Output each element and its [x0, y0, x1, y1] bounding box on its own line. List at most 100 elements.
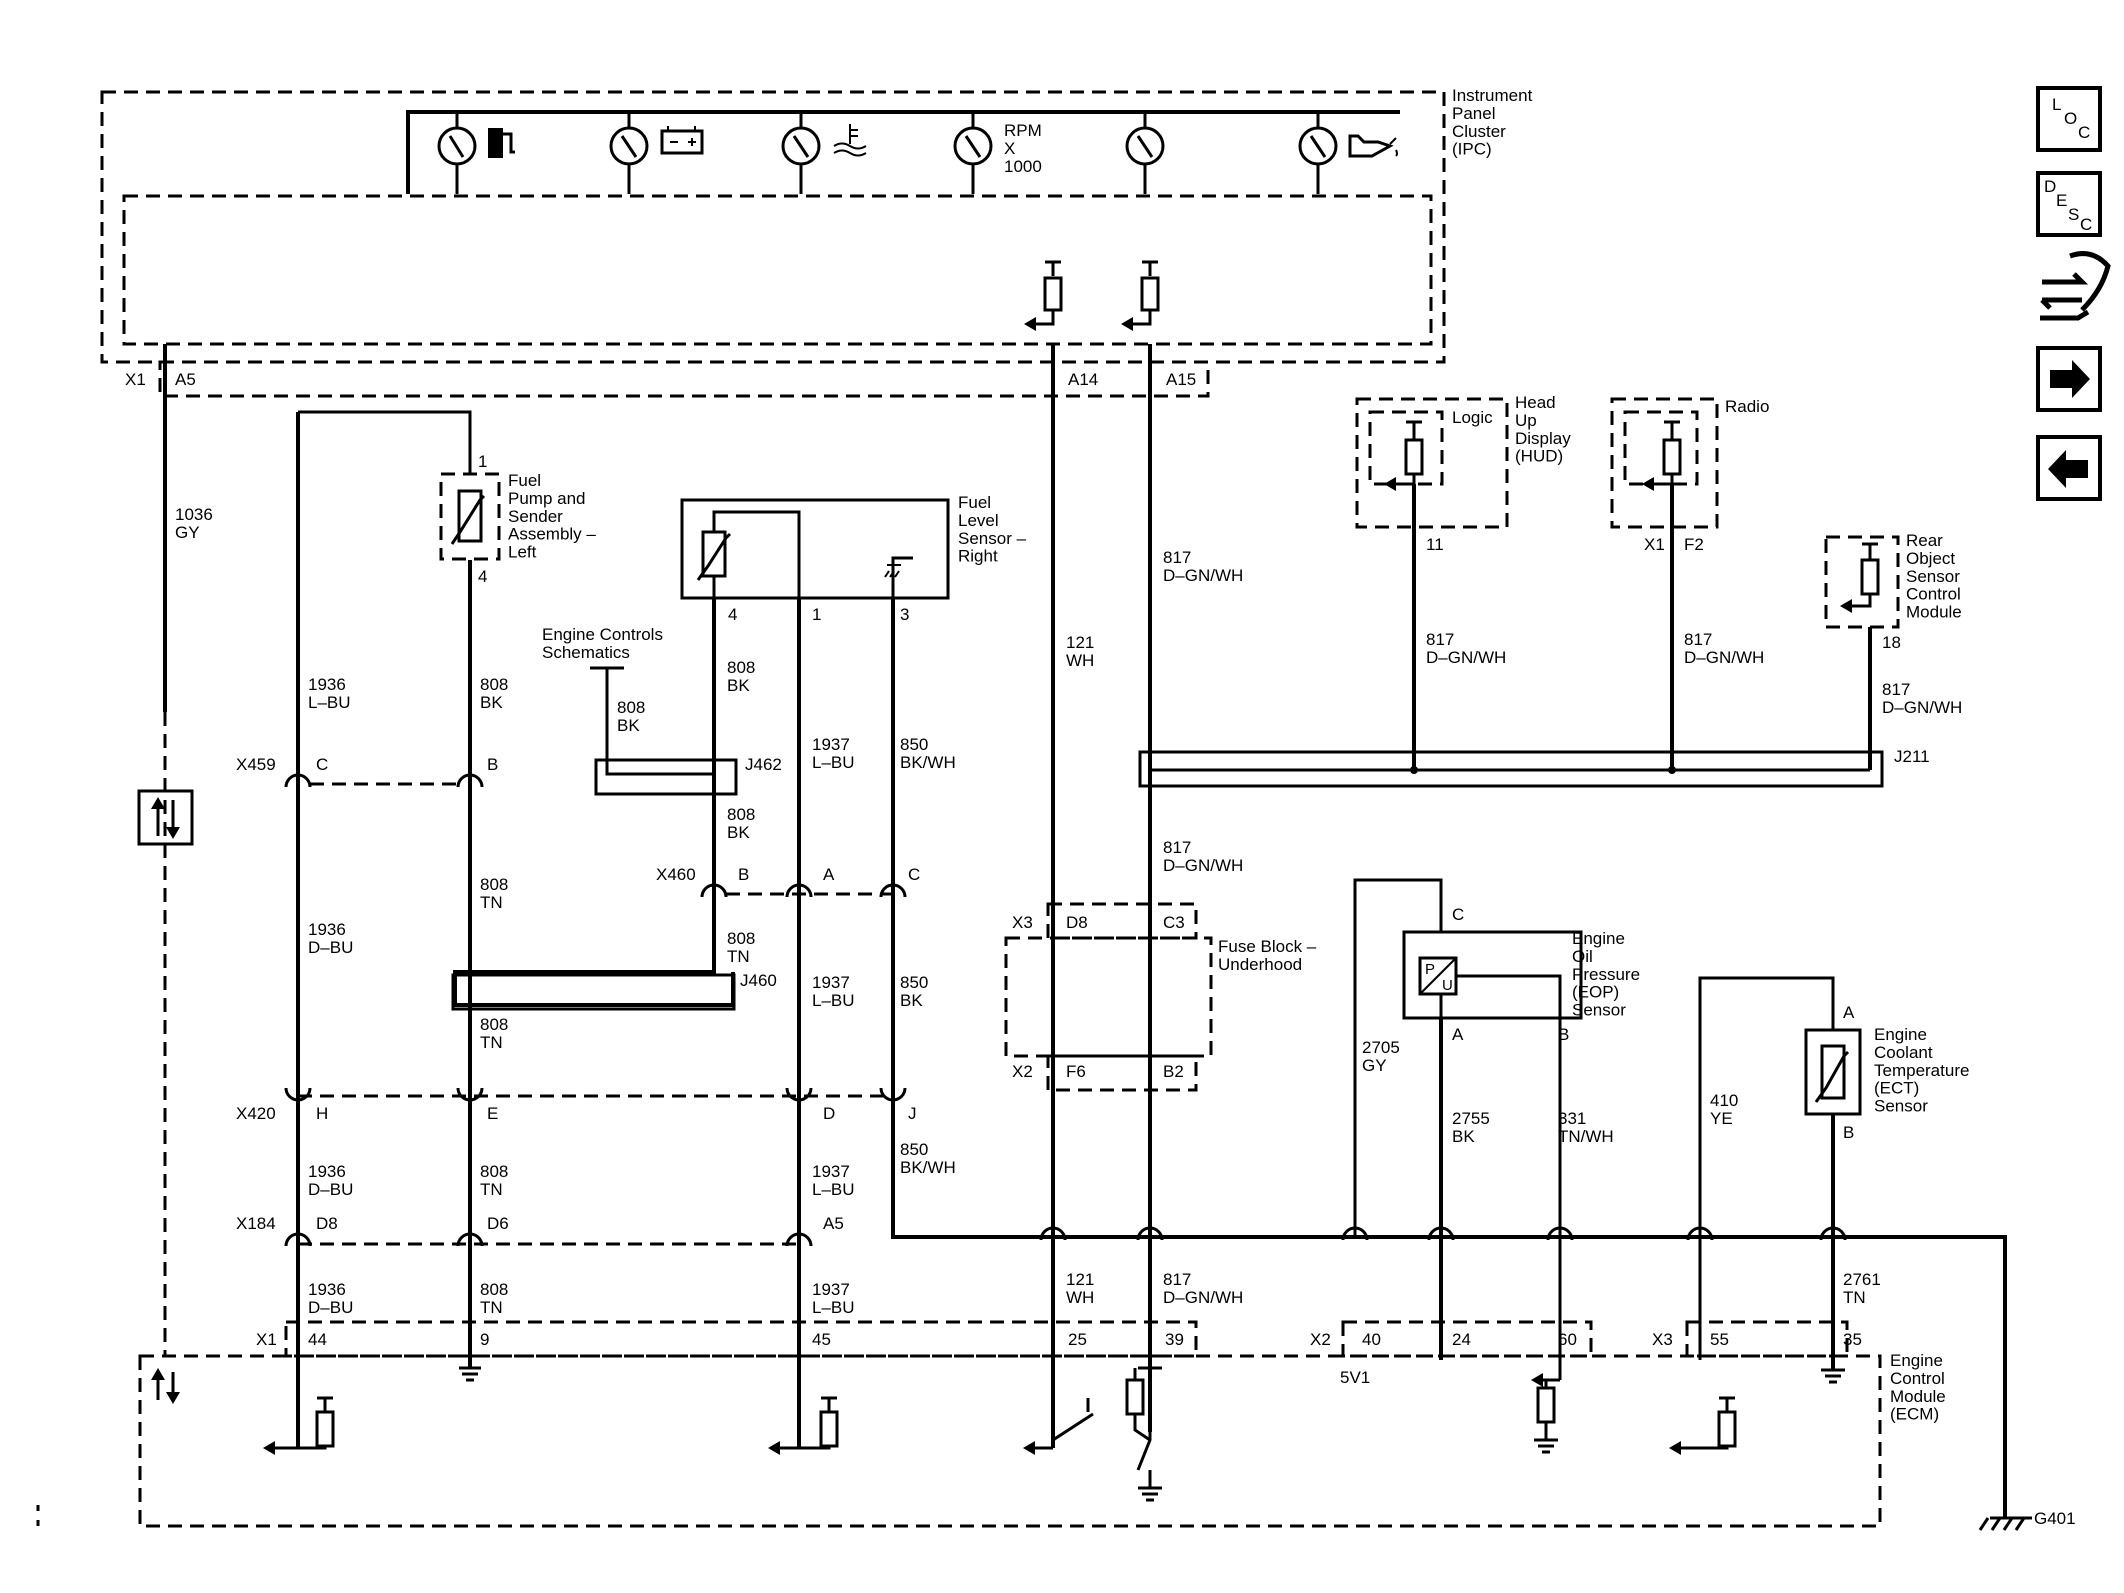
- fb-c3: C3: [1163, 913, 1185, 932]
- ground-bus-hops: [1039, 1226, 1847, 1241]
- pin-ecm39: 39: [1165, 1330, 1184, 1349]
- pin-x459c: C: [316, 755, 328, 774]
- pin-fp1: 1: [478, 452, 487, 471]
- next-page-button[interactable]: [2036, 346, 2102, 412]
- ipc-a14-circuit: [1024, 260, 1063, 331]
- pin-x420e: E: [487, 1104, 498, 1123]
- pin-x420d: D: [823, 1104, 835, 1123]
- ecm-module: X1 X2 X3 44 9 45 25 39 40 24 60 55 35 5V…: [138, 1320, 1946, 1528]
- pin-x460b: B: [738, 865, 749, 884]
- x460-label: X460: [656, 865, 696, 884]
- description-button[interactable]: D E S C: [2036, 171, 2102, 237]
- previous-arrow-icon: [2048, 450, 2088, 488]
- x184-label: X184: [236, 1214, 276, 1233]
- pin-radio-x1: X1: [1644, 535, 1665, 554]
- loc-o: O: [2064, 109, 2077, 128]
- ecm-serial-data-icon: [151, 1368, 180, 1404]
- loc-c: C: [2078, 123, 2090, 142]
- pin-fp4: 4: [478, 567, 487, 586]
- fuel-gauge-icon: [437, 112, 515, 194]
- repair-procedure-button[interactable]: [2040, 251, 2111, 321]
- pin-x420j: J: [908, 1104, 917, 1123]
- pin-a15: A15: [1166, 370, 1196, 389]
- fb-x3: X3: [1012, 913, 1033, 932]
- pin-rear18: 18: [1882, 633, 1901, 652]
- next-arrow-icon: [2050, 360, 2090, 398]
- pin-ecm44: 44: [308, 1330, 327, 1349]
- ground-g401: G401: [1978, 1509, 2076, 1531]
- desc-c: C: [2080, 215, 2092, 234]
- splice-j211: J211: [1138, 747, 1930, 788]
- pin-x460c: C: [908, 865, 920, 884]
- pin-ect-a: A: [1843, 1003, 1855, 1022]
- j462-label: J462: [745, 755, 782, 774]
- j211-label: J211: [1894, 747, 1930, 766]
- j460-label: J460: [740, 971, 777, 990]
- pin-ecm40: 40: [1362, 1330, 1381, 1349]
- eop-p: P: [1425, 961, 1435, 978]
- ipc-a15-circuit: [1121, 260, 1160, 331]
- pin-a14: A14: [1068, 370, 1098, 389]
- x420-label: X420: [236, 1104, 276, 1123]
- pin-x184d6: D6: [487, 1214, 509, 1233]
- pin-ecm35: 35: [1843, 1330, 1862, 1349]
- location-button[interactable]: L O C: [2036, 86, 2102, 152]
- pin-fl1: 1: [812, 605, 821, 624]
- previous-page-button[interactable]: [2036, 435, 2102, 501]
- desc-e: E: [2056, 191, 2067, 210]
- desc-d: D: [2044, 177, 2056, 196]
- hud-logic-label: Logic: [1452, 408, 1493, 427]
- ecm-x1: X1: [256, 1330, 277, 1349]
- pin-fl3: 3: [900, 605, 909, 624]
- pin-eop-c: C: [1452, 905, 1464, 924]
- pin-a5: A5: [175, 370, 196, 389]
- loc-l: L: [2052, 95, 2061, 114]
- pin-ecm55: 55: [1710, 1330, 1729, 1349]
- oil-pressure-gauge-icon: [1298, 112, 1398, 194]
- connector-x184: X184 D8 D6 A5: [236, 1214, 844, 1247]
- repair-tool-icon: [2040, 251, 2111, 321]
- x1-top-label: X1: [125, 370, 146, 389]
- blank-gauge-icon: [1125, 112, 1165, 194]
- pin-hud11: 11: [1426, 535, 1444, 554]
- pin-radio-f2: F2: [1684, 535, 1704, 554]
- pin-ecm24: 24: [1452, 1330, 1471, 1349]
- pin-ecm45: 45: [812, 1330, 831, 1349]
- pin-x459b: B: [487, 755, 498, 774]
- pin-x420h: H: [316, 1104, 328, 1123]
- fb-b2: B2: [1163, 1062, 1184, 1081]
